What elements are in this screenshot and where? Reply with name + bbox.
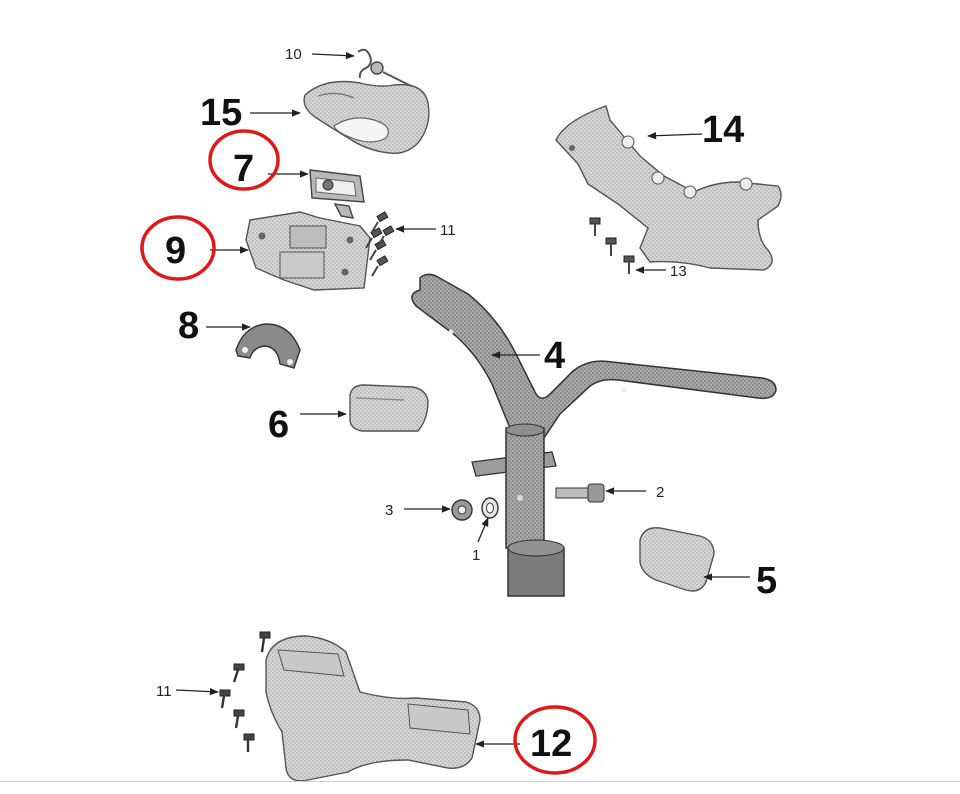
callout-13: 13 [670, 263, 687, 280]
part-11-screws-bottom [219, 631, 271, 752]
part-6-left-grip [349, 384, 429, 432]
part-9-bracket-plate [245, 211, 371, 291]
highlight-circle-12 [513, 705, 597, 775]
callout-2: 2 [656, 484, 664, 501]
callout-8: 8 [178, 305, 199, 347]
part-11-screws-top [365, 211, 395, 277]
part-7-switch [309, 169, 365, 219]
part-14-inner-panel [555, 105, 782, 271]
part-4-handlebar [411, 273, 777, 446]
callout-4: 4 [544, 335, 565, 377]
callout-1: 1 [472, 547, 480, 564]
callout-15: 15 [200, 92, 242, 134]
part-8-clamp [235, 323, 301, 369]
part-5-right-grip [639, 527, 715, 592]
callout-11-top: 11 [440, 222, 456, 239]
part-3-nut [451, 499, 473, 521]
callout-10: 10 [285, 46, 302, 63]
callout-3: 3 [385, 502, 393, 519]
part-2-bolt [555, 483, 605, 503]
part-13-screws [589, 217, 635, 274]
part-10-clip [357, 48, 412, 87]
callout-7: 7 [233, 148, 254, 190]
callout-12: 12 [530, 723, 572, 765]
leader-lines [175, 51, 750, 748]
highlight-circle-9 [140, 215, 216, 281]
callout-5: 5 [756, 560, 777, 602]
bottom-divider [0, 781, 960, 782]
callout-11-bottom: 11 [156, 683, 172, 700]
callout-14: 14 [702, 109, 744, 151]
callout-labels: 10 15 7 9 11 14 13 8 4 6 2 3 1 5 11 12 [156, 46, 777, 765]
part-12-lower-panel [265, 635, 481, 782]
steering-stem [471, 423, 565, 597]
callout-9: 9 [165, 230, 186, 272]
callout-6: 6 [268, 404, 289, 446]
highlight-circle-7 [208, 129, 280, 191]
part-1-sleeve [481, 497, 499, 519]
highlight-circles [140, 129, 597, 775]
part-15-top-cover [303, 80, 430, 154]
